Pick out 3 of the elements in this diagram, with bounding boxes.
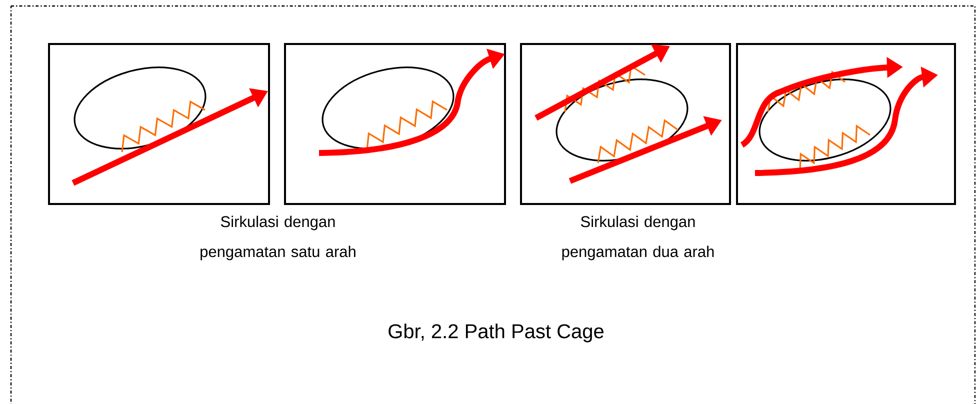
panel-label: Sirkulasi dengan pengamatan dua arah (562, 216, 714, 260)
panel-label: Sirkulasi dengan pengamatan satu arah (200, 216, 356, 260)
figure-caption: Gbr, 2.2 Path Past Cage (388, 324, 604, 342)
